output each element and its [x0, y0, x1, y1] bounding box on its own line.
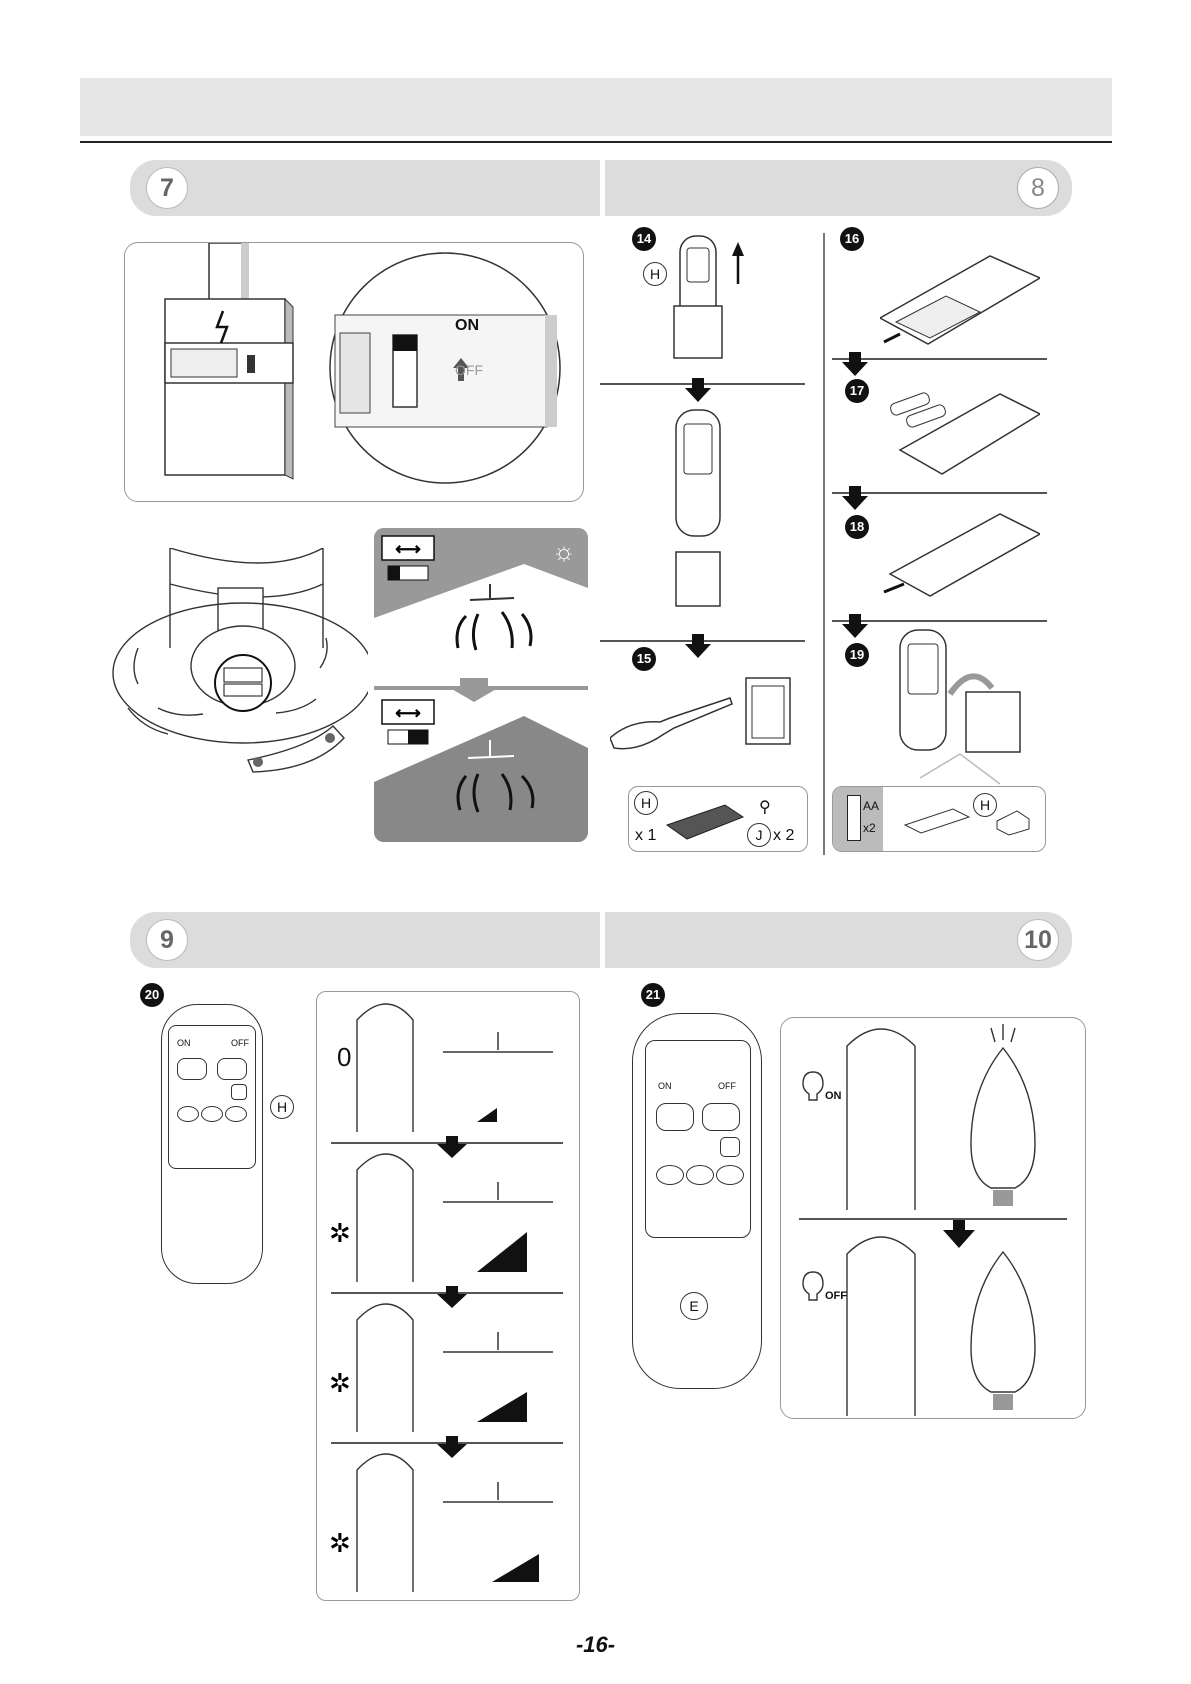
svg-text:✲: ✲ [329, 1368, 351, 1398]
speed-steps-illustration: ✲ ✲ ✲ [317, 992, 579, 1600]
part-label-h: H [270, 1095, 294, 1119]
svg-text:❄: ❄ [553, 699, 575, 729]
down-arrow-icon [842, 486, 868, 512]
svg-text:☼: ☼ [552, 536, 576, 566]
step-number-16: 16 [840, 227, 864, 251]
light-on-label: ON [825, 1090, 842, 1102]
fan-direction-panel: ⟷ ☼ ⟷ ❄ [374, 528, 588, 842]
light-off-button[interactable] [702, 1103, 740, 1131]
stop-button[interactable] [231, 1084, 247, 1100]
screw-icon: ⚲ [759, 797, 771, 817]
speed-high-button[interactable] [656, 1165, 684, 1185]
svg-text:✲: ✲ [329, 1528, 351, 1558]
part-label-e: E [680, 1292, 708, 1320]
remote-off-label: OFF [718, 1081, 736, 1091]
down-arrow-icon [842, 352, 868, 378]
svg-text:⟷: ⟷ [395, 539, 421, 559]
svg-text:⟷: ⟷ [395, 703, 421, 723]
section-number-10: 10 [1017, 919, 1059, 961]
down-arrow-icon [685, 634, 711, 660]
speed-mid-button[interactable] [201, 1106, 223, 1122]
battery-type: AA [863, 799, 879, 813]
light-off-label: OFF [825, 1290, 847, 1302]
battery-icon [847, 795, 861, 841]
page-number: -16- [0, 1632, 1191, 1658]
screw-holder-illustration [610, 670, 810, 770]
parts-box-remote-screws: H x 1 ⚲ J x 2 [628, 786, 808, 852]
close-cover-illustration [880, 508, 1040, 608]
section-number-7: 7 [146, 167, 188, 209]
section-header-7: 7 [130, 160, 600, 216]
step-number-14: 14 [632, 227, 656, 251]
speed-high-button[interactable] [177, 1106, 199, 1122]
section-number-9: 9 [146, 919, 188, 961]
switch-detail-panel: ON OFF [124, 242, 584, 502]
remote-control-h: ON OFF [161, 1004, 263, 1284]
part-label-j: J [747, 823, 771, 847]
header-rule [80, 141, 1112, 143]
stop-button[interactable] [720, 1137, 740, 1157]
remote-on-label: ON [658, 1081, 672, 1091]
part-label-h: H [634, 791, 658, 815]
speed-mid-button[interactable] [686, 1165, 714, 1185]
light-steps-illustration [781, 1018, 1085, 1418]
step-number-18: 18 [845, 515, 869, 539]
section-number-8: 8 [1017, 167, 1059, 209]
battery-qty: x2 [863, 821, 876, 835]
part-qty-h: x 1 [635, 827, 656, 845]
section-header-9: 9 [130, 912, 600, 968]
fan-motor-switch-illustration [98, 548, 368, 790]
insert-batteries-illustration [880, 380, 1040, 480]
remote-removed-illustration [668, 408, 738, 608]
down-arrow-icon [842, 614, 868, 640]
section-header-10: 10 [605, 912, 1072, 968]
remote-part-icon [903, 805, 973, 835]
header-band [80, 78, 1112, 136]
down-arrow-icon [685, 378, 711, 404]
remote-part-icon [665, 801, 745, 841]
step-number-19: 19 [845, 643, 869, 667]
light-on-button[interactable] [177, 1058, 207, 1080]
switch-off-label: OFF [455, 362, 483, 378]
remote-face: ON OFF [645, 1040, 751, 1238]
step-number-15: 15 [632, 647, 656, 671]
remote-off-label: OFF [231, 1038, 249, 1048]
speed-steps-panel: 0 ✲ ✲ ✲ [316, 991, 580, 1601]
light-on-button[interactable] [656, 1103, 694, 1131]
remote-control-e: ON OFF [632, 1013, 762, 1389]
remote-face: ON OFF [168, 1025, 256, 1169]
holder-part-icon [993, 807, 1033, 837]
speed-low-button[interactable] [225, 1106, 247, 1122]
remote-on-label: ON [177, 1038, 191, 1048]
parts-box-batteries: AA x2 H [832, 786, 1046, 852]
switch-box-illustration [125, 243, 583, 501]
section-header-8: 8 [605, 160, 1072, 216]
section-8-divider [823, 233, 825, 855]
light-steps-panel: ON OFF [780, 1017, 1086, 1419]
part-qty-j: x 2 [773, 827, 794, 845]
step-number-17: 17 [845, 379, 869, 403]
remote-in-holder-illustration [670, 234, 750, 364]
remote-to-holder-illustration [880, 628, 1040, 788]
part-label-h: H [643, 262, 667, 286]
speed-low-button[interactable] [716, 1165, 744, 1185]
switch-on-label: ON [455, 317, 479, 335]
svg-text:✲: ✲ [329, 1218, 351, 1248]
battery-cover-open-illustration [880, 252, 1040, 352]
step-number-21: 21 [641, 983, 665, 1007]
step-number-20: 20 [140, 983, 164, 1007]
light-off-button[interactable] [217, 1058, 247, 1080]
